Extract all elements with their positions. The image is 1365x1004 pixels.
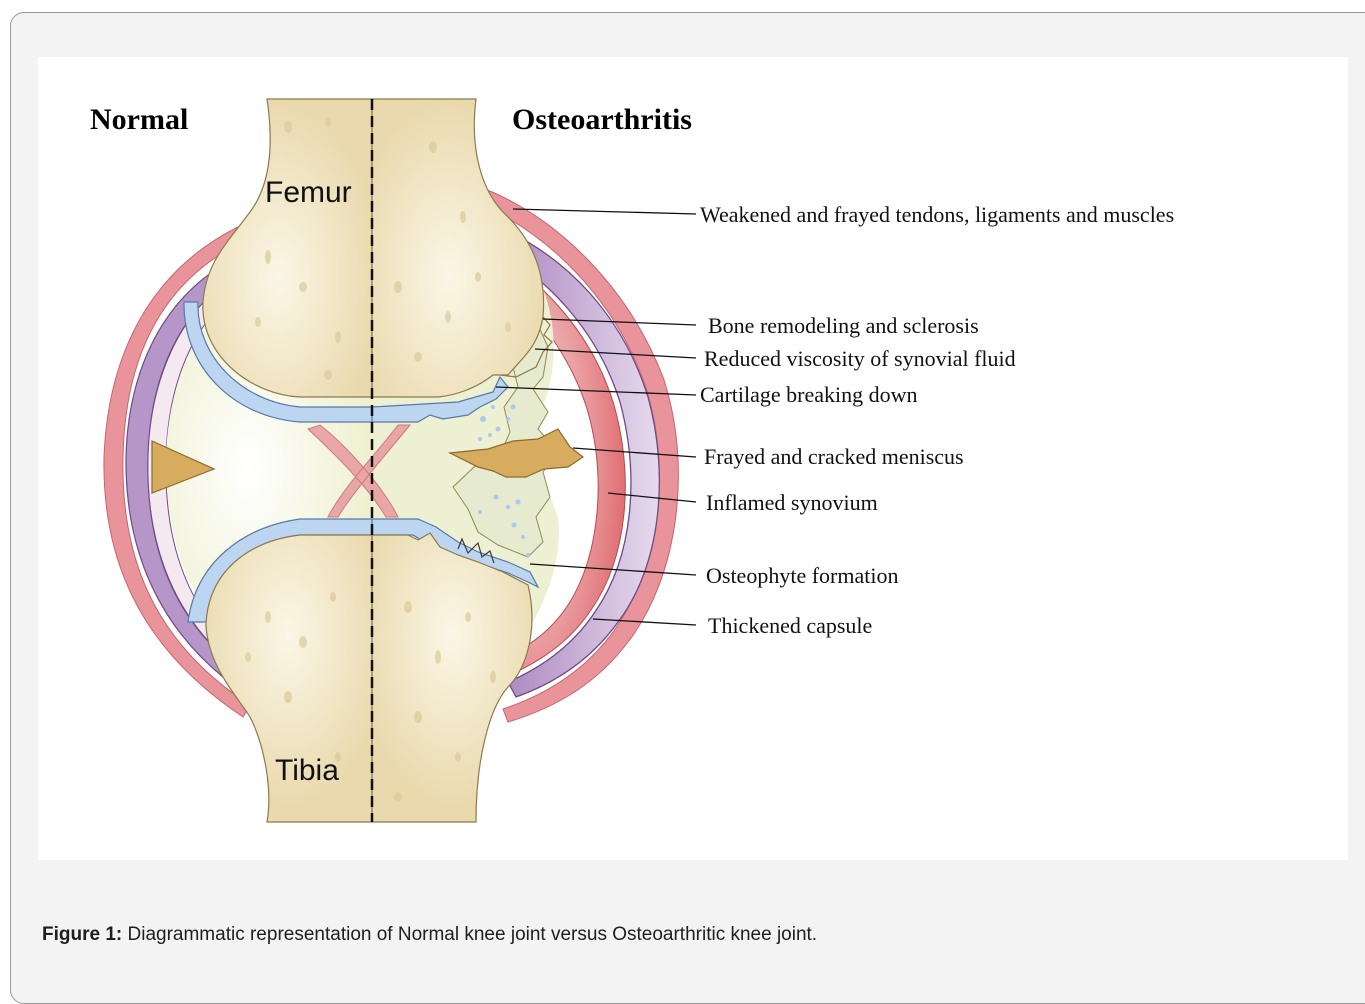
annotation-meniscus: Frayed and cracked meniscus [704,444,964,469]
femur-bone [203,99,372,397]
heading-normal: Normal [90,103,188,136]
caption-label: Figure 1: [42,924,122,945]
annotation-synovial-fluid: Reduced viscosity of synovial fluid [704,346,1016,371]
femur-bone-oa [372,99,544,397]
annotation-bone-remodeling: Bone remodeling and sclerosis [708,313,979,338]
figure-panel: Normal Osteoarthritis Femur Tibia Weaken… [38,57,1348,860]
caption-text: Diagrammatic representation of Normal kn… [122,924,817,945]
tibia [188,519,538,822]
femur [184,99,552,422]
heading-osteoarthritis: Osteoarthritis [512,103,692,136]
annotation-cartilage: Cartilage breaking down [700,382,918,407]
annotation-tendons: Weakened and frayed tendons, ligaments a… [700,202,1174,227]
annotation-capsule: Thickened capsule [708,613,872,638]
annotation-osteophyte: Osteophyte formation [706,563,898,588]
knee-joint-diagram: Normal Osteoarthritis Femur Tibia Weaken… [38,57,1348,860]
annotation-synovium: Inflamed synovium [706,490,878,515]
label-tibia: Tibia [275,754,339,787]
label-femur: Femur [265,176,352,209]
figure-caption: Figure 1: Diagrammatic representation of… [42,924,817,946]
tibia-bone-oa [372,533,532,822]
